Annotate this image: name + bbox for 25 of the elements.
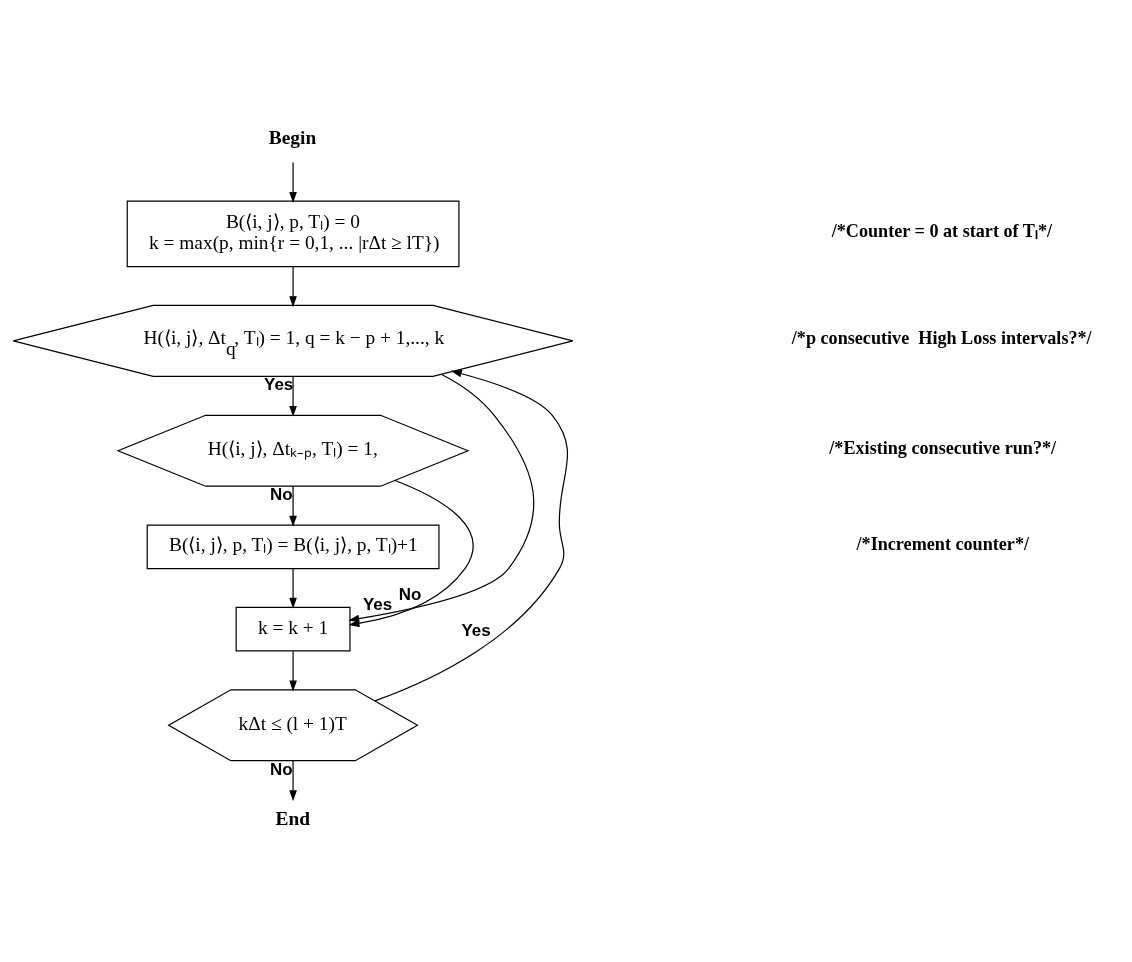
- arrow: [289, 650, 297, 692]
- arrow: [374, 369, 569, 702]
- node-text: Begin: [268, 127, 317, 149]
- edge-label: Yes: [461, 621, 491, 641]
- label: /*Counter = 0 at start of Tₗ*/: [831, 220, 1053, 241]
- arrow: [289, 376, 297, 417]
- edge-label: Yes: [362, 594, 393, 614]
- node-box: B(⟨i, j⟩, p, Tₗ) = B(⟨i, j⟩, p, Tₗ)+1: [146, 524, 440, 570]
- edge-label: No: [270, 759, 293, 779]
- label: /*p consecutive High Loss intervals?*/: [791, 327, 1092, 348]
- node-box: B(⟨i, j⟩, p, Tₗ) = 0 k = max(p, min{r = 0,1, ... |rΔt ≥ lT}): [126, 200, 460, 268]
- arrow: [289, 485, 297, 527]
- label: /*Existing consecutive run?*/: [829, 437, 1057, 458]
- edge-label: No: [398, 585, 422, 605]
- arrow: [289, 760, 297, 802]
- node-text: End: [275, 807, 310, 829]
- arrow: [348, 373, 535, 623]
- arrow: [348, 479, 474, 628]
- arrow: [289, 266, 297, 308]
- arrow: [289, 161, 297, 203]
- node-box: k = k + 1: [235, 606, 351, 652]
- label: /*Increment counter*/: [856, 533, 1030, 554]
- arrow: [289, 568, 297, 609]
- edge-label: Yes: [264, 375, 294, 395]
- edge-label: No: [270, 485, 293, 505]
